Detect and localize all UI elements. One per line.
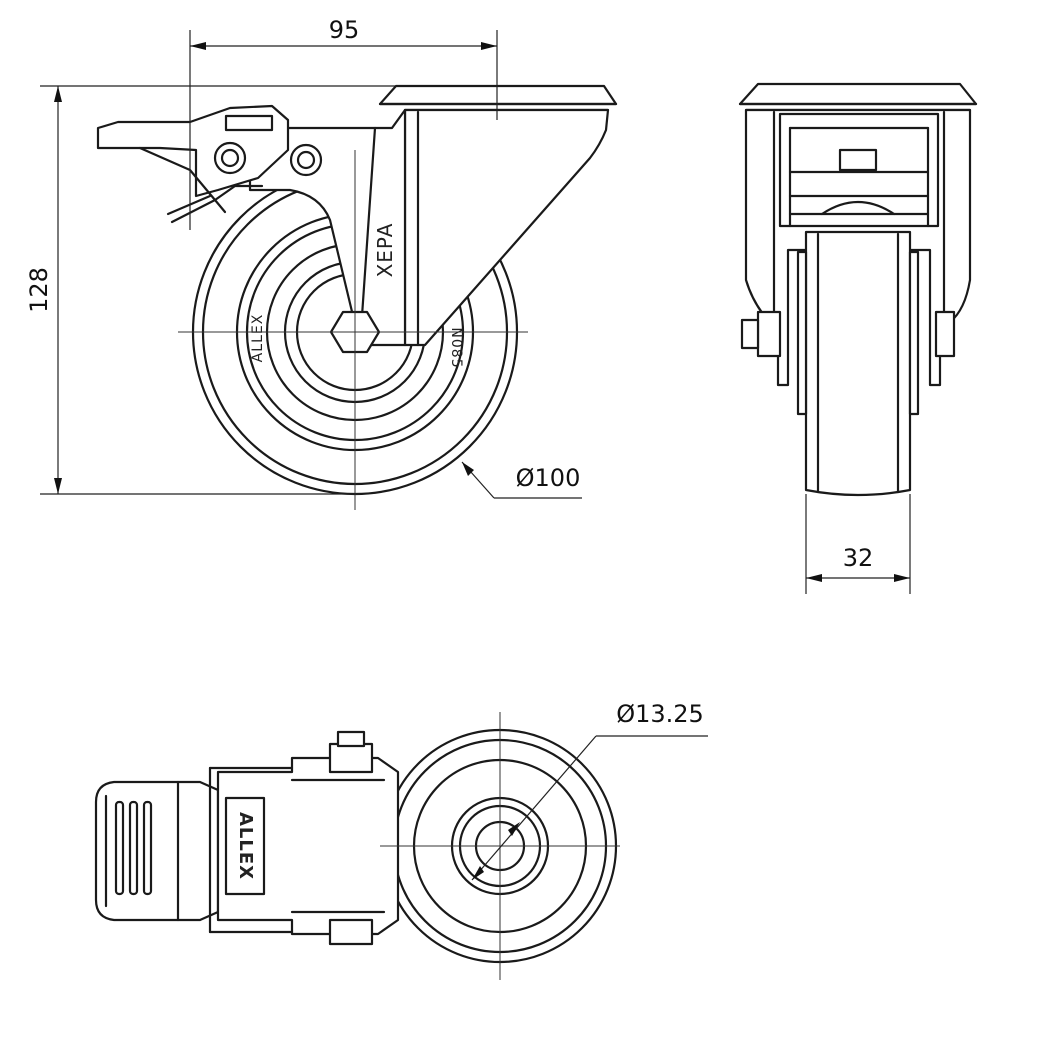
dim-bolt-diameter-text: Ø13.25: [616, 700, 704, 728]
dim-128-text: 128: [25, 267, 53, 313]
top-view: ALLEX Ø13.25: [94, 700, 708, 980]
dim-32: 32: [805, 494, 911, 594]
wheel-code-right-text: N085: [448, 327, 464, 368]
bracket-brand-text: XEPA: [373, 223, 397, 278]
dim-wheel-diameter-text: Ø100: [516, 464, 581, 492]
dim-32-text: 32: [843, 544, 874, 572]
side-view: ALLEX N085 XEPA: [25, 16, 618, 510]
front-view: 32: [738, 82, 978, 594]
dim-128: 128: [25, 85, 396, 495]
wheel-brand-left-text: ALLEX: [250, 314, 266, 363]
dim-bolt-diameter: Ø13.25: [471, 700, 708, 881]
dim-95: 95: [189, 16, 498, 230]
dim-wheel-diameter: Ø100: [461, 461, 582, 499]
dim-95-text: 95: [329, 16, 360, 44]
side-fork-bracket: [248, 108, 610, 347]
brake-brand-text: ALLEX: [235, 812, 256, 880]
side-top-plate: [378, 84, 618, 112]
